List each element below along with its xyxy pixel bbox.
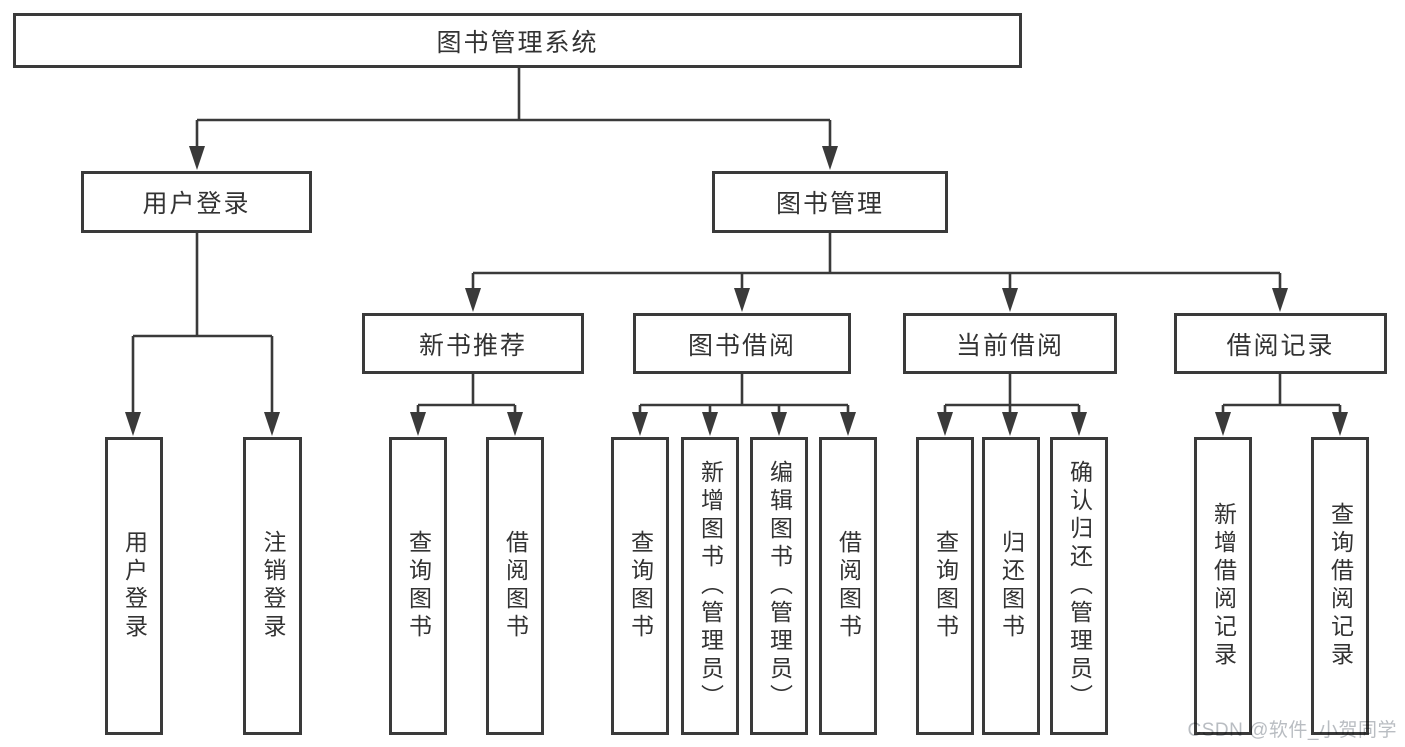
arrowhead	[734, 288, 750, 312]
connector-mgmt-to-sections	[471, 232, 1282, 292]
arrowhead	[1272, 288, 1288, 312]
node-label: 新书推荐	[418, 331, 527, 360]
leaf-label: 查询图书	[627, 530, 654, 642]
arrowheads	[125, 146, 1348, 436]
arrowhead	[771, 412, 787, 436]
leaf-add-borrow-record: 新增借阅记录	[1194, 437, 1252, 735]
leaf-confirm-return-admin: 确认归还（管理员）	[1050, 437, 1108, 735]
csdn-watermark: CSDN @软件_小贺同学	[1187, 720, 1397, 741]
arrowhead	[410, 412, 426, 436]
leaf-label: 借阅图书	[835, 530, 862, 642]
leaf-label: 新增图书（管理员）	[697, 460, 724, 712]
leaf-label: 借阅图书	[502, 530, 529, 642]
leaf-label: 查询图书	[405, 530, 432, 642]
node-label: 用户登录	[142, 190, 251, 218]
leaf-label: 编辑图书（管理员）	[766, 460, 793, 712]
leaf-query-books-borrow: 查询图书	[611, 437, 669, 735]
node-borrow-records: 借阅记录	[1174, 313, 1387, 374]
node-library-system-root: 图书管理系统	[13, 13, 1022, 68]
leaf-label: 归还图书	[998, 530, 1025, 642]
leaf-query-borrow-record: 查询借阅记录	[1311, 437, 1369, 735]
connector-login-to-leaves	[131, 232, 274, 416]
leaf-label: 查询图书	[932, 530, 959, 642]
arrowhead	[125, 412, 141, 436]
arrowhead	[1332, 412, 1348, 436]
node-user-login-branch: 用户登录	[81, 171, 312, 233]
node-new-book-recommend: 新书推荐	[362, 313, 584, 374]
arrowhead	[1215, 412, 1231, 436]
leaf-borrow-books-recommend: 借阅图书	[486, 437, 544, 735]
node-book-borrow: 图书借阅	[633, 313, 851, 374]
leaf-label: 确认归还（管理员）	[1066, 460, 1093, 712]
leaf-borrow-books: 借阅图书	[819, 437, 877, 735]
leaf-label: 查询借阅记录	[1327, 502, 1354, 670]
leaf-edit-books-admin: 编辑图书（管理员）	[750, 437, 808, 735]
arrowhead	[702, 412, 718, 436]
leaf-user-login: 用户登录	[105, 437, 163, 735]
arrowhead	[189, 146, 205, 170]
leaf-label: 用户登录	[121, 530, 148, 642]
leaf-query-books-current: 查询图书	[916, 437, 974, 735]
arrowhead	[937, 412, 953, 436]
node-label: 借阅记录	[1226, 331, 1335, 360]
leaf-query-books-recommend: 查询图书	[389, 437, 447, 735]
arrowhead	[1002, 288, 1018, 312]
leaf-add-books-admin: 新增图书（管理员）	[681, 437, 739, 735]
connector-records-to-leaves	[1221, 373, 1342, 416]
connector-currentborrow-to-leaves	[943, 373, 1081, 416]
node-label: 图书管理	[775, 190, 884, 218]
connector-bookborrow-to-leaves	[638, 373, 850, 416]
node-label: 图书借阅	[687, 331, 796, 360]
leaf-label: 新增借阅记录	[1210, 502, 1237, 670]
leaf-logout: 注销登录	[243, 437, 302, 735]
arrowhead	[822, 146, 838, 170]
arrowhead	[632, 412, 648, 436]
arrowhead	[1071, 412, 1087, 436]
leaf-label: 注销登录	[260, 530, 286, 642]
node-label: 当前借阅	[955, 331, 1064, 360]
arrowhead	[1002, 412, 1018, 436]
arrowhead	[465, 288, 481, 312]
arrowhead	[507, 412, 523, 436]
connector-root-to-level2	[195, 66, 832, 150]
arrowhead	[264, 412, 280, 436]
connector-newbook-to-leaves	[416, 373, 517, 416]
node-current-borrow: 当前借阅	[903, 313, 1117, 374]
node-label: 图书管理系统	[436, 28, 599, 57]
leaf-return-books: 归还图书	[982, 437, 1040, 735]
node-book-management-branch: 图书管理	[712, 171, 948, 233]
arrowhead	[840, 412, 856, 436]
